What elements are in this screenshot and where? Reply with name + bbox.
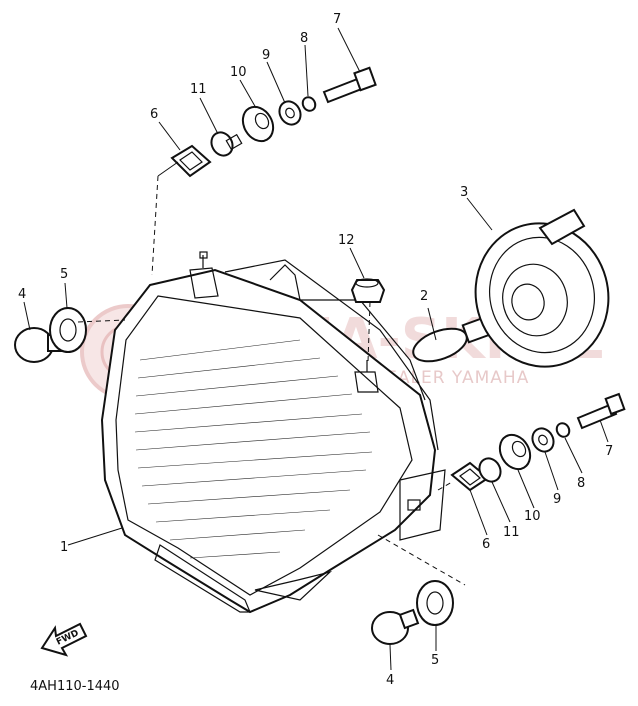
headlight-body-part-1 — [100, 251, 446, 614]
callout-7-right: 7 — [605, 444, 613, 459]
lens-hatching — [134, 339, 373, 559]
callout-6-right: 6 — [482, 537, 490, 552]
callout-3: 3 — [460, 185, 468, 200]
callout-4-bottom: 4 — [386, 673, 394, 688]
callout-11-right: 11 — [503, 525, 520, 540]
callout-5-bottom: 5 — [431, 653, 439, 668]
callout-9-top: 9 — [262, 48, 270, 63]
callout-10-top: 10 — [230, 65, 247, 80]
top-hardware-set — [170, 66, 377, 178]
callout-4-left: 4 — [18, 287, 26, 302]
cap-part-12 — [350, 278, 386, 303]
diagram-code: 4AH110-1440 — [30, 679, 120, 694]
callout-11-top: 11 — [190, 82, 207, 97]
callout-5-left: 5 — [60, 267, 68, 282]
callout-10-right: 10 — [524, 509, 541, 524]
callout-6-top: 6 — [150, 107, 158, 122]
callout-1: 1 — [60, 540, 68, 555]
callout-numbers: 1 2 3 4 5 6 7 8 9 10 11 12 6 11 10 9 8 7… — [18, 12, 613, 688]
left-grommet-set — [14, 307, 87, 363]
bottom-grommet-set — [371, 580, 454, 645]
callout-2: 2 — [420, 289, 428, 304]
cover-part-3 — [474, 208, 610, 368]
callout-9-right: 9 — [553, 492, 561, 507]
callout-8-right: 8 — [577, 476, 585, 491]
callout-12: 12 — [338, 233, 355, 248]
leader-lines — [23, 27, 609, 671]
callout-7-top: 7 — [333, 12, 341, 27]
callout-8-top: 8 — [300, 31, 308, 46]
fwd-arrow-icon — [40, 622, 88, 657]
right-hardware-set — [450, 392, 626, 492]
fwd-arrow: FWD — [40, 622, 88, 657]
